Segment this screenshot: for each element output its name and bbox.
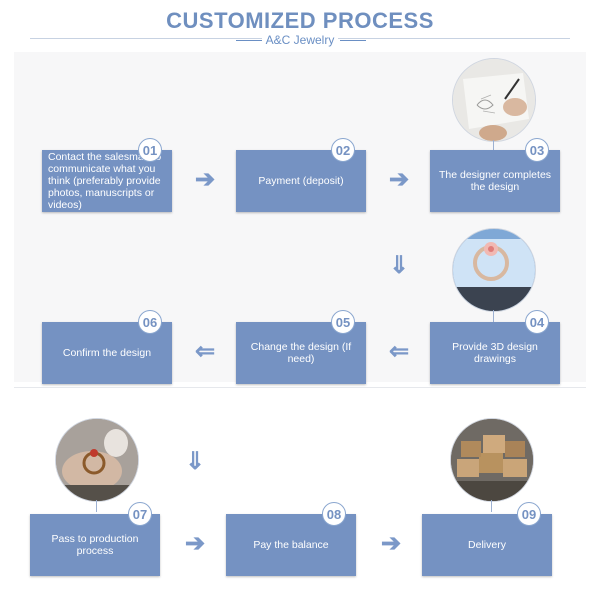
section-divider — [14, 387, 586, 388]
designer-sketch-photo — [452, 58, 536, 142]
step-04-number: 04 — [525, 310, 549, 334]
photo-stem-04 — [493, 310, 494, 322]
subtitle-rule-right — [340, 40, 366, 41]
arrow-right-icon: ➔ — [184, 530, 206, 557]
arrow-down-icon: ⇓ — [184, 448, 206, 475]
photo-stem-09 — [491, 500, 492, 512]
step-01-number: 01 — [138, 138, 162, 162]
step-04-label: Provide 3D design drawings — [452, 341, 538, 365]
step-03-box: The designer completes the design — [430, 150, 560, 212]
arrow-down-icon: ⇓ — [388, 252, 410, 279]
arrow-right-icon: ➔ — [380, 530, 402, 557]
subtitle-rule-left — [236, 40, 262, 41]
arrow-left-icon: ⇐ — [388, 338, 410, 365]
arrow-right-icon: ➔ — [388, 166, 410, 193]
step-09-number: 09 — [517, 502, 541, 526]
step-04-box: Provide 3D design drawings — [430, 322, 560, 384]
photo-stem-07 — [96, 500, 97, 512]
arrow-right-icon: ➔ — [194, 166, 216, 193]
step-03-label: The designer completes the design — [438, 169, 552, 193]
step-02-label: Payment (deposit) — [258, 175, 344, 187]
step-05-number: 05 — [331, 310, 355, 334]
brand-subtitle: A&C Jewelry — [0, 33, 600, 47]
step-07-label: Pass to production process — [51, 533, 139, 557]
photo-stem-03 — [493, 140, 494, 152]
cartons-photo — [450, 418, 534, 502]
step-06-number: 06 — [138, 310, 162, 334]
3d-rendering-photo — [452, 228, 536, 312]
production-photo — [55, 418, 139, 502]
page-title: CUSTOMIZED PROCESS — [166, 8, 434, 33]
step-08-number: 08 — [322, 502, 346, 526]
step-01-box: Contact the salesman to communicate what… — [42, 150, 172, 212]
step-07-number: 07 — [128, 502, 152, 526]
step-02-number: 02 — [331, 138, 355, 162]
arrow-left-icon: ⇐ — [194, 338, 216, 365]
step-03-number: 03 — [525, 138, 549, 162]
step-01-label: Contact the salesman to communicate what… — [48, 151, 162, 211]
step-08-label: Pay the balance — [253, 539, 329, 551]
step-09-label: Delivery — [468, 539, 506, 551]
step-05-label: Change the design (If need) — [250, 341, 352, 365]
step-06-label: Confirm the design — [62, 347, 152, 359]
